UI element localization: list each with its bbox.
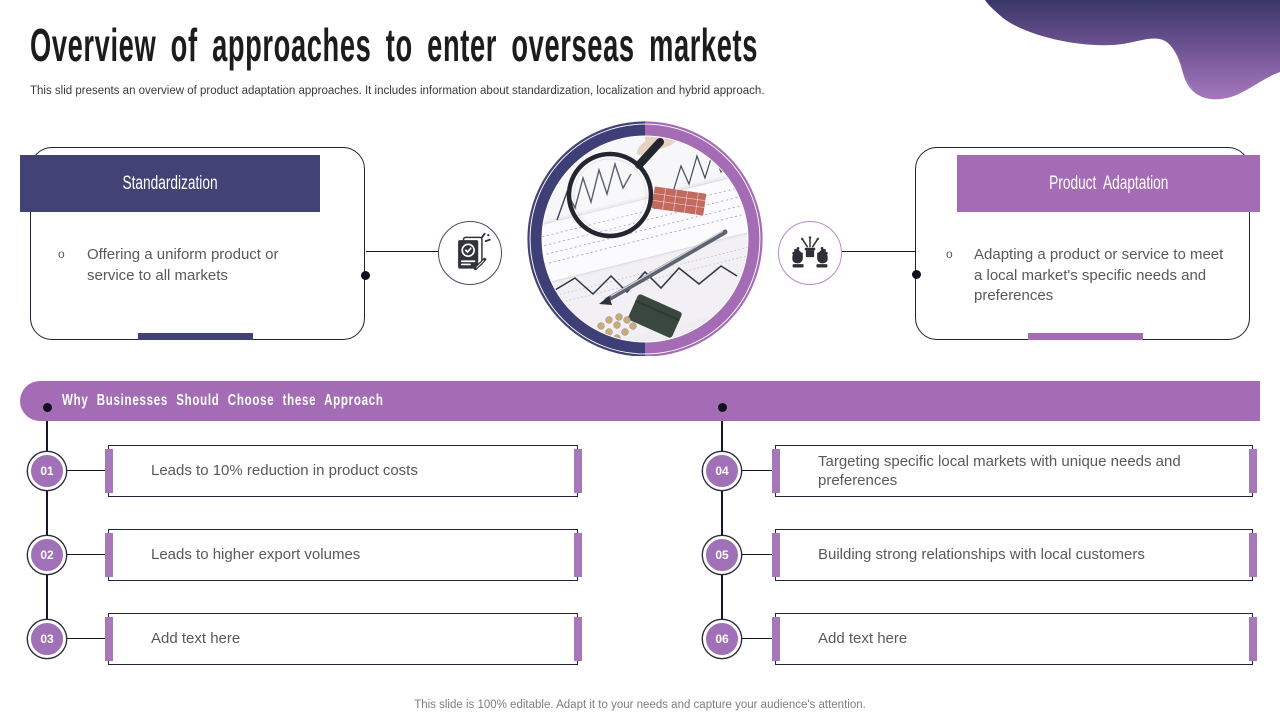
market-analysis-photo xyxy=(527,121,763,356)
connector-line xyxy=(66,638,108,640)
list-item-06[interactable]: Add text here xyxy=(771,613,1257,665)
placeholder-text: Add text here xyxy=(818,630,908,648)
connector-line xyxy=(66,470,108,472)
connector-line xyxy=(842,251,915,252)
banner-label: Why Businesses Should Choose these Appro… xyxy=(62,392,384,409)
number-badge-05: 05 xyxy=(703,536,741,574)
badge-label: 05 xyxy=(715,548,729,562)
standardization-icon-circle xyxy=(438,221,502,285)
list-item-05: Building strong relationships with local… xyxy=(771,529,1257,581)
standardization-header: Standardization xyxy=(20,155,320,212)
product-adaptation-icon-circle xyxy=(778,221,842,285)
product-adaptation-header: Product Adaptation xyxy=(957,155,1260,212)
list-item-02: Leads to higher export volumes xyxy=(104,529,582,581)
bullet-marker: o xyxy=(58,247,65,261)
bullet-marker: o xyxy=(946,247,953,261)
product-adaptation-header-label: Product Adaptation xyxy=(1048,172,1169,194)
list-item-text: Leads to higher export volumes xyxy=(151,546,361,564)
photo-content xyxy=(542,136,748,342)
number-badge-01: 01 xyxy=(28,452,66,490)
right-card-accent-bar xyxy=(1028,333,1143,340)
placeholder-text: Add text here xyxy=(151,630,241,648)
badge-label: 02 xyxy=(40,548,54,562)
connector-line xyxy=(66,554,108,556)
slide-footer-note: This slide is 100% editable. Adapt it to… xyxy=(414,699,866,711)
right-column-spine xyxy=(721,405,723,639)
number-badge-03: 03 xyxy=(28,620,66,658)
list-item-text: Targeting specific local markets with un… xyxy=(818,452,1181,490)
left-column-spine xyxy=(46,405,48,639)
slide-subtitle: This slid presents an overview of produc… xyxy=(30,85,765,97)
connector-line xyxy=(366,251,438,252)
number-badge-02: 02 xyxy=(28,536,66,574)
wave-decoration xyxy=(985,0,1280,100)
report-check-icon xyxy=(458,232,491,271)
standardization-header-label: Standardization xyxy=(122,172,218,194)
number-badge-06: 06 xyxy=(703,620,741,658)
list-item-01: Leads to 10% reduction in product costs xyxy=(104,445,582,497)
hands-gift-icon xyxy=(792,235,828,268)
connector-dot xyxy=(717,402,727,412)
connector-line xyxy=(741,554,775,556)
connector-dot xyxy=(360,270,370,280)
list-item-04: Targeting specific local markets with un… xyxy=(771,445,1257,497)
list-item-text: Leads to 10% reduction in product costs xyxy=(151,462,418,480)
list-item-03[interactable]: Add text here xyxy=(104,613,582,665)
number-badge-04: 04 xyxy=(703,452,741,490)
badge-label: 01 xyxy=(40,464,54,478)
badge-label: 04 xyxy=(715,464,729,478)
connector-line xyxy=(741,470,775,472)
connector-line xyxy=(741,638,775,640)
badge-label: 03 xyxy=(40,632,54,646)
left-card-accent-bar xyxy=(138,333,253,340)
page-title: Overview of approaches to enter overseas… xyxy=(30,20,759,72)
banner-why-choose: Why Businesses Should Choose these Appro… xyxy=(20,381,1260,421)
product-adaptation-bullet: Adapting a product or service to meet a … xyxy=(974,246,1224,305)
connector-dot xyxy=(42,402,52,412)
badge-label: 06 xyxy=(715,632,729,646)
connector-dot xyxy=(911,269,921,279)
standardization-bullet: Offering a uniform product or service to… xyxy=(87,246,279,284)
list-item-text: Building strong relationships with local… xyxy=(818,546,1145,564)
